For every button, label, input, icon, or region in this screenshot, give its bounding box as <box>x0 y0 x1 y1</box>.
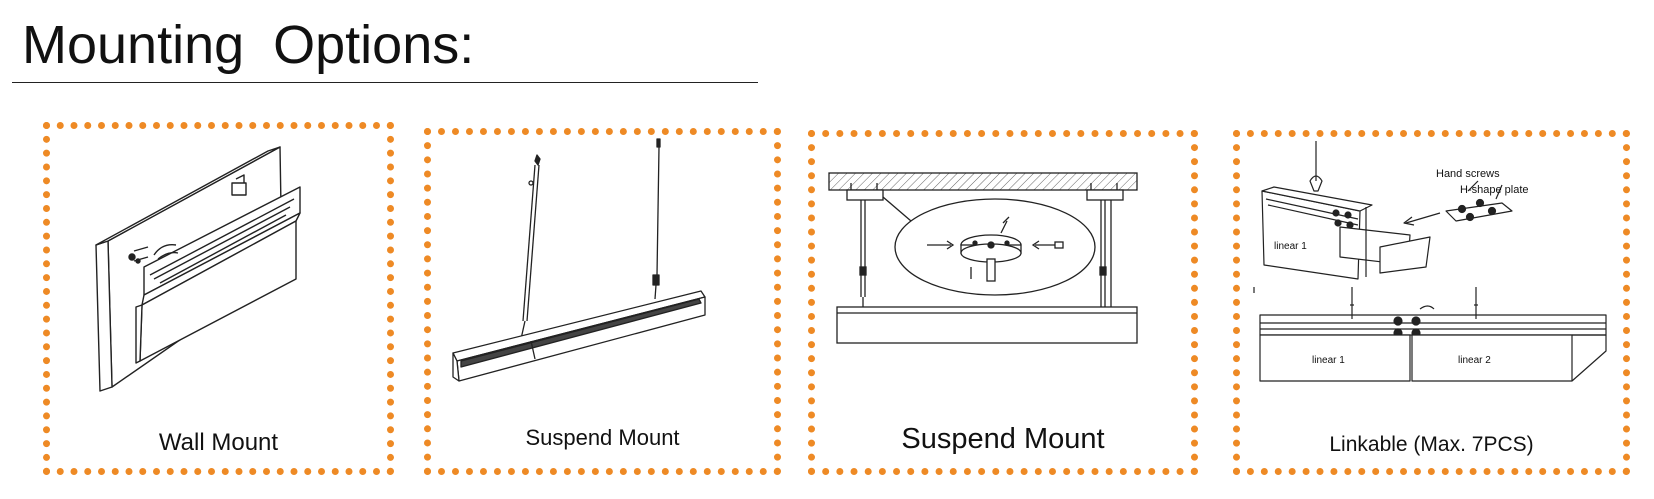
suspend-mount-detail-caption: Suspend Mount <box>901 423 1105 455</box>
linkable-caption: Linkable (Max. 7PCS) <box>1329 433 1534 456</box>
suspend-mount-panel: Suspend Mount <box>424 128 781 475</box>
h-shape-plate-label: H-shape plate <box>1460 184 1529 196</box>
hand-screws-label: Hand screws <box>1436 168 1500 180</box>
wall-mount-illustration <box>95 146 301 392</box>
linkable-panel: Hand screws H-shape plate linear 1 linea… <box>1233 130 1630 475</box>
page-title: Mounting Options: <box>22 15 475 75</box>
suspend-mount-detail-illustration <box>828 172 1138 344</box>
linear-2-label: linear 2 <box>1458 355 1491 366</box>
title-underline <box>12 82 758 83</box>
suspend-mount-caption: Suspend Mount <box>525 425 680 450</box>
linkable-illustration: Hand screws H-shape plate linear 1 linea… <box>1253 141 1607 382</box>
suspend-mount-illustration <box>452 138 706 382</box>
suspend-mount-detail-panel: Suspend Mount <box>808 130 1198 475</box>
linear-1-bottom-label: linear 1 <box>1312 355 1345 366</box>
linear-1-top-label: linear 1 <box>1274 241 1307 252</box>
wall-mount-panel: Wall Mount <box>43 122 394 475</box>
wall-mount-caption: Wall Mount <box>158 429 279 456</box>
